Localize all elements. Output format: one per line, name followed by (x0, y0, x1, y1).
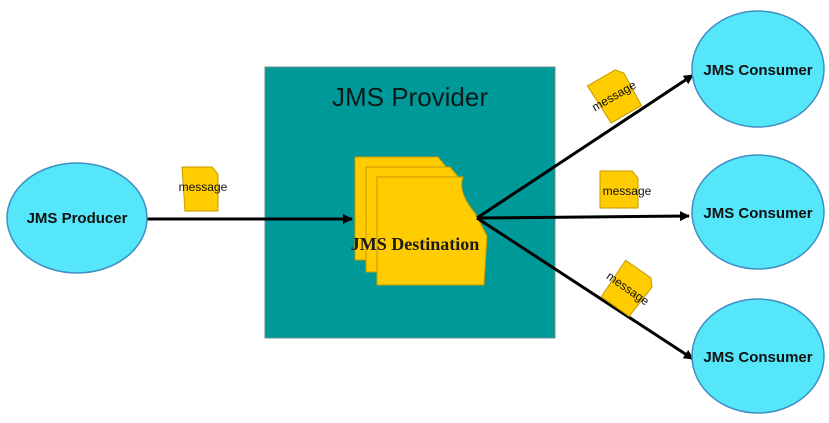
consumer-ellipse (691, 154, 825, 270)
jms-destination: JMS Destination (351, 156, 488, 286)
document-icon (586, 69, 643, 124)
producer-label: JMS Producer (27, 210, 128, 227)
jms-consumer-node-3: JMS Consumer (691, 298, 825, 414)
flow-arrows (146, 73, 694, 361)
jms-consumer-node-2: JMS Consumer (691, 154, 825, 270)
destination-label: JMS Destination (351, 234, 480, 254)
jms-producer-node: JMS Producer (6, 162, 148, 274)
jms-provider-box: JMS Provider (264, 66, 556, 339)
consumer-label: JMS Consumer (703, 349, 812, 366)
consumer-ellipse (691, 298, 825, 414)
arrow-to-consumer-1 (476, 73, 694, 220)
stacked-documents-icon (354, 156, 488, 286)
consumer-label: JMS Consumer (703, 62, 812, 79)
message-producer-to-destination: message (179, 166, 228, 212)
jms-consumer-node-1: JMS Consumer (691, 10, 825, 128)
arrow-to-consumer-2 (476, 211, 690, 222)
message-label: message (603, 184, 652, 198)
document-icon (599, 170, 639, 209)
producer-ellipse (6, 162, 148, 274)
message-label: message (179, 180, 228, 194)
arrow-to-consumer-3 (476, 216, 694, 361)
consumer-label: JMS Consumer (703, 205, 812, 222)
message-to-consumer-2: message (599, 170, 652, 209)
document-icon (600, 259, 653, 318)
provider-title: JMS Provider (332, 82, 488, 112)
message-to-consumer-1: message (586, 69, 643, 124)
document-icon (181, 166, 219, 212)
message-to-consumer-3: message (600, 259, 653, 318)
consumer-ellipse (691, 10, 825, 128)
